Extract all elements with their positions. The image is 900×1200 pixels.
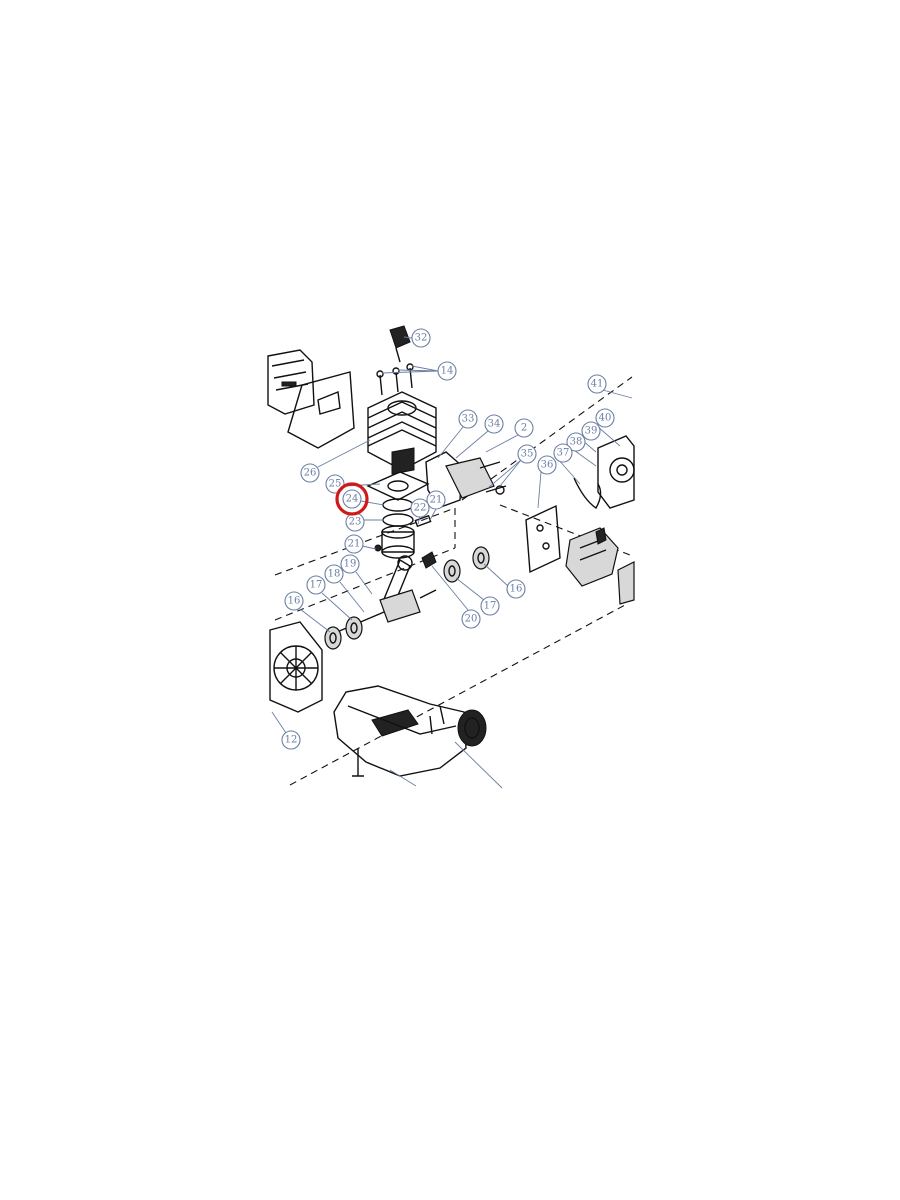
callout-12: 12: [281, 730, 301, 750]
callout-37: 37: [553, 443, 573, 463]
callout-bubble: [324, 564, 344, 584]
fuel-tank: [333, 685, 487, 777]
carburetor: [565, 527, 619, 587]
callout-number: 36: [541, 460, 554, 471]
callout-bubble: [587, 374, 607, 394]
callout-34: 34: [484, 414, 504, 434]
callout-bubble: [553, 443, 573, 463]
highlight-ring: [335, 482, 369, 516]
callout-bubble: [484, 414, 504, 434]
callout-number: 37: [557, 448, 570, 459]
callout-23: 23: [345, 512, 365, 532]
callout-number: 40: [599, 413, 612, 424]
callout-16: 16: [506, 579, 526, 599]
callout-36: 36: [537, 455, 557, 475]
callout-number: 21: [348, 539, 361, 550]
callout-number: 34: [488, 419, 501, 430]
callout-14: 14: [437, 361, 457, 381]
callout-24: 24: [342, 489, 362, 509]
callout-41: 41: [587, 374, 607, 394]
callout-17: 17: [480, 596, 500, 616]
callout-bubble: [340, 554, 360, 574]
callout-number: 22: [414, 503, 427, 514]
callout-number: 33: [462, 414, 475, 425]
callout-bubble: [281, 730, 301, 750]
callout-number: 38: [570, 437, 583, 448]
callout-bubble: [566, 432, 586, 452]
callout-bubble: [537, 455, 557, 475]
callout-bubble: [426, 490, 446, 510]
callout-number: 41: [591, 379, 604, 390]
piston: [374, 514, 432, 559]
callout-number: 19: [344, 559, 357, 570]
callout-number: 12: [285, 735, 298, 746]
callout-bubble: [506, 579, 526, 599]
callout-21: 21: [426, 490, 446, 510]
cylinder-bolts: [376, 363, 414, 396]
intake-manifold: [425, 451, 507, 509]
callout-number: 39: [585, 426, 598, 437]
callout-20: 20: [461, 609, 481, 629]
callout-bubble: [517, 444, 537, 464]
callout-number: 2: [521, 423, 527, 434]
callout-number: 14: [441, 366, 454, 377]
callout-bubble: [342, 489, 362, 509]
muffler: [267, 349, 315, 415]
callout-17: 17: [306, 575, 326, 595]
callout-number: 23: [349, 517, 362, 528]
callout-19: 19: [340, 554, 360, 574]
callout-35: 35: [517, 444, 537, 464]
callout-number: 25: [329, 479, 342, 490]
callout-bubble: [300, 463, 320, 483]
callout-39: 39: [581, 421, 601, 441]
callout-number: 21: [430, 495, 443, 506]
air-filter-housing: [597, 435, 635, 605]
callout-number: 17: [484, 601, 497, 612]
callout-number: 32: [415, 333, 428, 344]
callout-number: 16: [288, 596, 301, 607]
bearings: [324, 546, 490, 650]
callout-bubble: [410, 498, 430, 518]
callout-bubble: [437, 361, 457, 381]
callout-33: 33: [458, 409, 478, 429]
callout-number: 35: [521, 449, 534, 460]
callout-bubble: [595, 408, 615, 428]
callout-2: 2: [514, 418, 534, 438]
callout-18: 18: [324, 564, 344, 584]
callout-26: 26: [300, 463, 320, 483]
heat-shield: [287, 371, 355, 449]
callout-bubble: [458, 409, 478, 429]
spark-plug: [389, 325, 411, 363]
callout-21: 21: [344, 534, 364, 554]
callout-bubble: [480, 596, 500, 616]
callout-number: 18: [328, 569, 341, 580]
callout-bubble: [344, 534, 364, 554]
callout-bubble: [581, 421, 601, 441]
callout-bubble: [461, 609, 481, 629]
throttle-cable: [573, 477, 602, 509]
flywheel-cover: [269, 621, 323, 713]
callout-16: 16: [284, 591, 304, 611]
callout-38: 38: [566, 432, 586, 452]
cylinder: [367, 391, 437, 475]
carburetor-gasket: [525, 504, 561, 574]
callout-number: 20: [465, 614, 478, 625]
crankshaft: [329, 551, 437, 636]
callout-number: 17: [310, 580, 323, 591]
callout-bubble: [411, 328, 431, 348]
callout-number: 24: [346, 494, 359, 505]
callout-number: 16: [510, 584, 523, 595]
callout-22: 22: [410, 498, 430, 518]
callout-40: 40: [595, 408, 615, 428]
cylinder-gasket: [366, 471, 430, 501]
callout-bubble: [514, 418, 534, 438]
piston-rings: [382, 498, 414, 527]
callout-number: 26: [304, 468, 317, 479]
callout-bubble: [306, 575, 326, 595]
callout-bubble: [284, 591, 304, 611]
callout-32: 32: [411, 328, 431, 348]
